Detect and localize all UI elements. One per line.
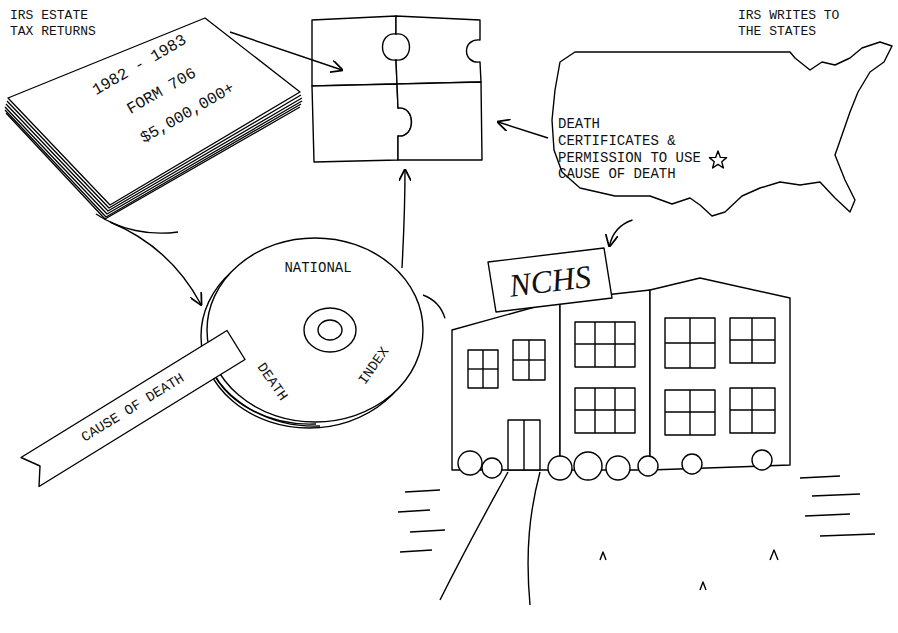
ribbon-text: CAUSE OF DEATH: [79, 370, 188, 446]
cord-line: [423, 295, 445, 318]
building-node: NCHS: [445, 246, 795, 608]
flow-arrow: [110, 222, 201, 305]
ribbon-node: CAUSE OF DEATH: [15, 325, 250, 495]
node-outline: [545, 5, 895, 220]
map-text: DEATH CERTIFICATES & PERMISSION TO USE C…: [558, 116, 705, 183]
puzzle: [312, 16, 482, 162]
disk-node: NATIONALDEATHINDEX: [201, 238, 423, 428]
map-node: IRS WRITES TO THE STATES DEATH CERTIFICAT…: [545, 5, 895, 220]
disk-text: NATIONAL: [284, 260, 351, 277]
flow-arrow: [610, 220, 633, 246]
node-outline: [445, 246, 795, 608]
heading-label: IRS WRITES TO THE STATES: [738, 8, 847, 39]
paper-stack-node: IRS ESTATE TAX RETURNS1982 - 1983FORM 70…: [5, 5, 305, 222]
heading-label: IRS ESTATE TAX RETURNS: [10, 8, 108, 39]
flow-arrows: [230, 32, 548, 268]
